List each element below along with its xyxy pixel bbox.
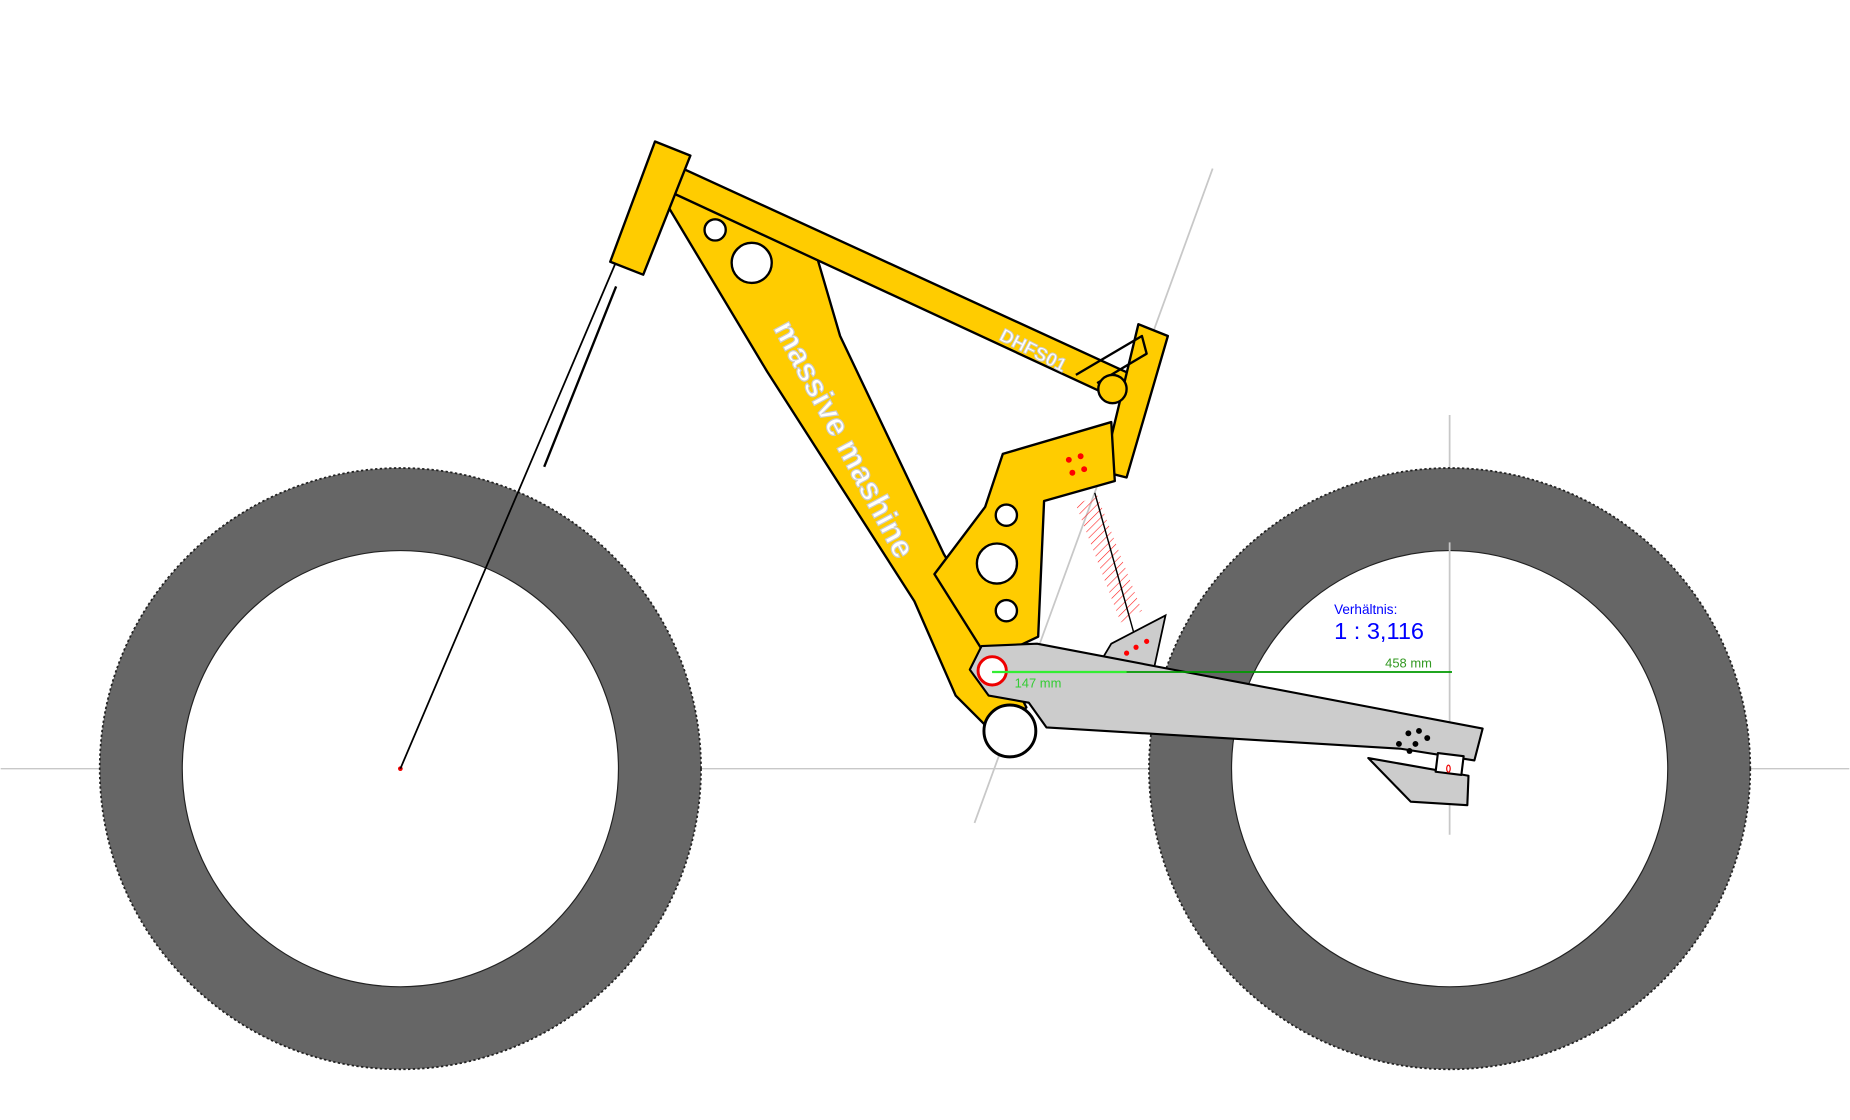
frame-mount-bolts [1065, 453, 1088, 476]
head-tube [609, 140, 692, 276]
rear-axle-point [1446, 764, 1451, 773]
frame-hole [730, 241, 773, 285]
main-frame [609, 140, 1170, 739]
long-lever-label: 458 mm [1385, 655, 1432, 670]
ratio-label: Verhältnis: [1334, 602, 1397, 617]
shock-mount-plate [933, 420, 1116, 662]
frame-hole [703, 218, 727, 242]
seat-clamp [1075, 334, 1148, 385]
frame-hole [994, 503, 1019, 527]
seat-tube [1101, 323, 1170, 479]
frame-hole [994, 598, 1019, 623]
swingarm-bolts [1395, 728, 1431, 754]
ratio-value: 1 : 3,116 [1334, 618, 1424, 644]
frame-hole [975, 542, 1019, 585]
rear-shock [1075, 492, 1142, 637]
rocker-bolts [1124, 638, 1150, 656]
short-lever-label: 147 mm [1015, 675, 1062, 690]
front-fork [399, 261, 618, 770]
bottom-bracket [982, 703, 1038, 759]
